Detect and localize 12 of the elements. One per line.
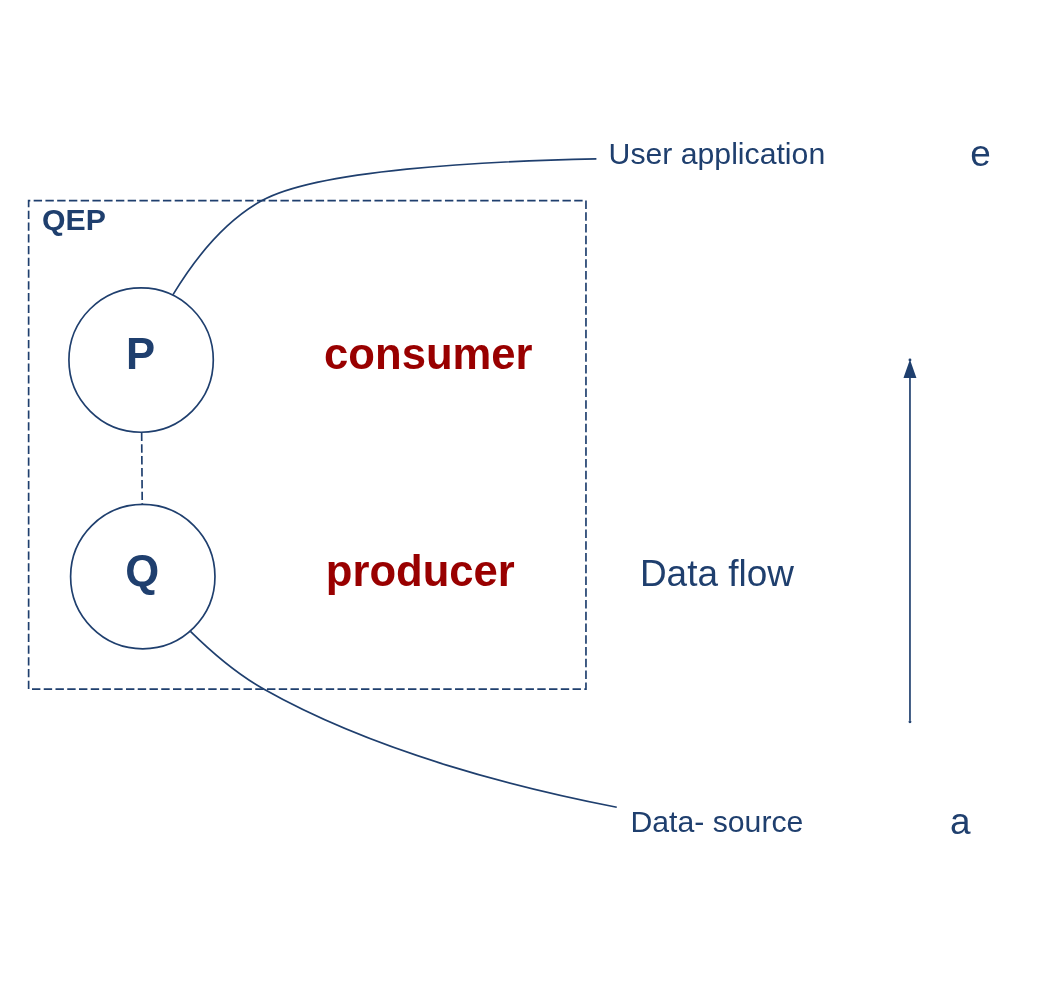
- node-label: consumer: [324, 328, 533, 378]
- node-circle: P: [68, 286, 215, 433]
- label: e: [970, 132, 991, 174]
- node-text: Data- source: [630, 804, 804, 838]
- label: Data flow: [639, 552, 794, 594]
- node-circle: Q: [69, 503, 216, 650]
- node-label: producer: [325, 545, 515, 595]
- label: a: [950, 800, 971, 842]
- connector: [172, 157, 598, 296]
- connector: [189, 630, 618, 808]
- connector: [140, 431, 144, 505]
- node-text: User application: [608, 136, 826, 170]
